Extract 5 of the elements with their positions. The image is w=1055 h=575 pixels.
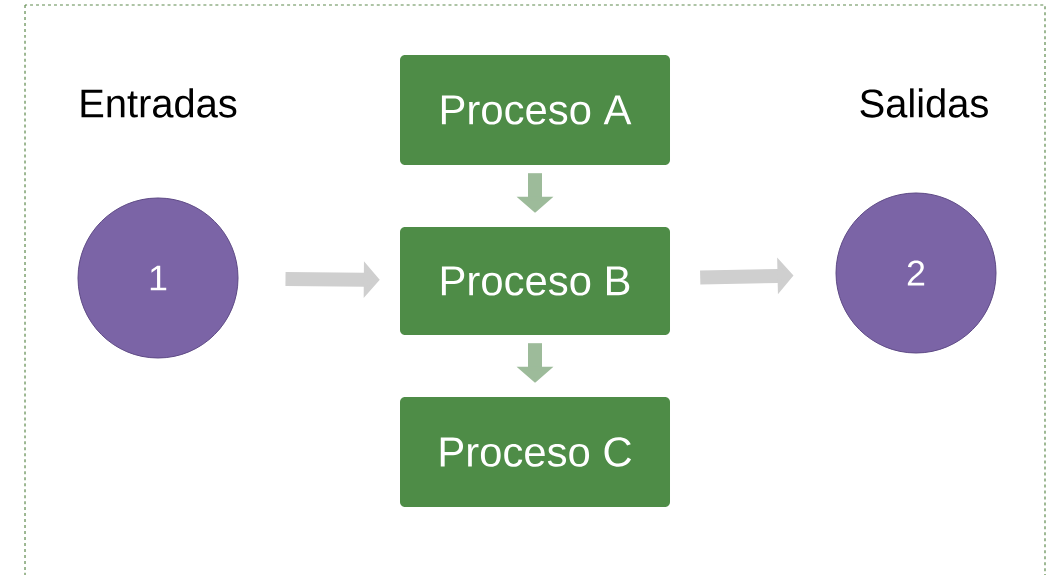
process-box: Proceso C — [400, 397, 670, 507]
process-box: Proceso A — [400, 55, 670, 165]
heading: Entradas — [81, 88, 237, 118]
process-box: Proceso B — [400, 227, 670, 335]
heading: Salidas — [860, 88, 988, 118]
